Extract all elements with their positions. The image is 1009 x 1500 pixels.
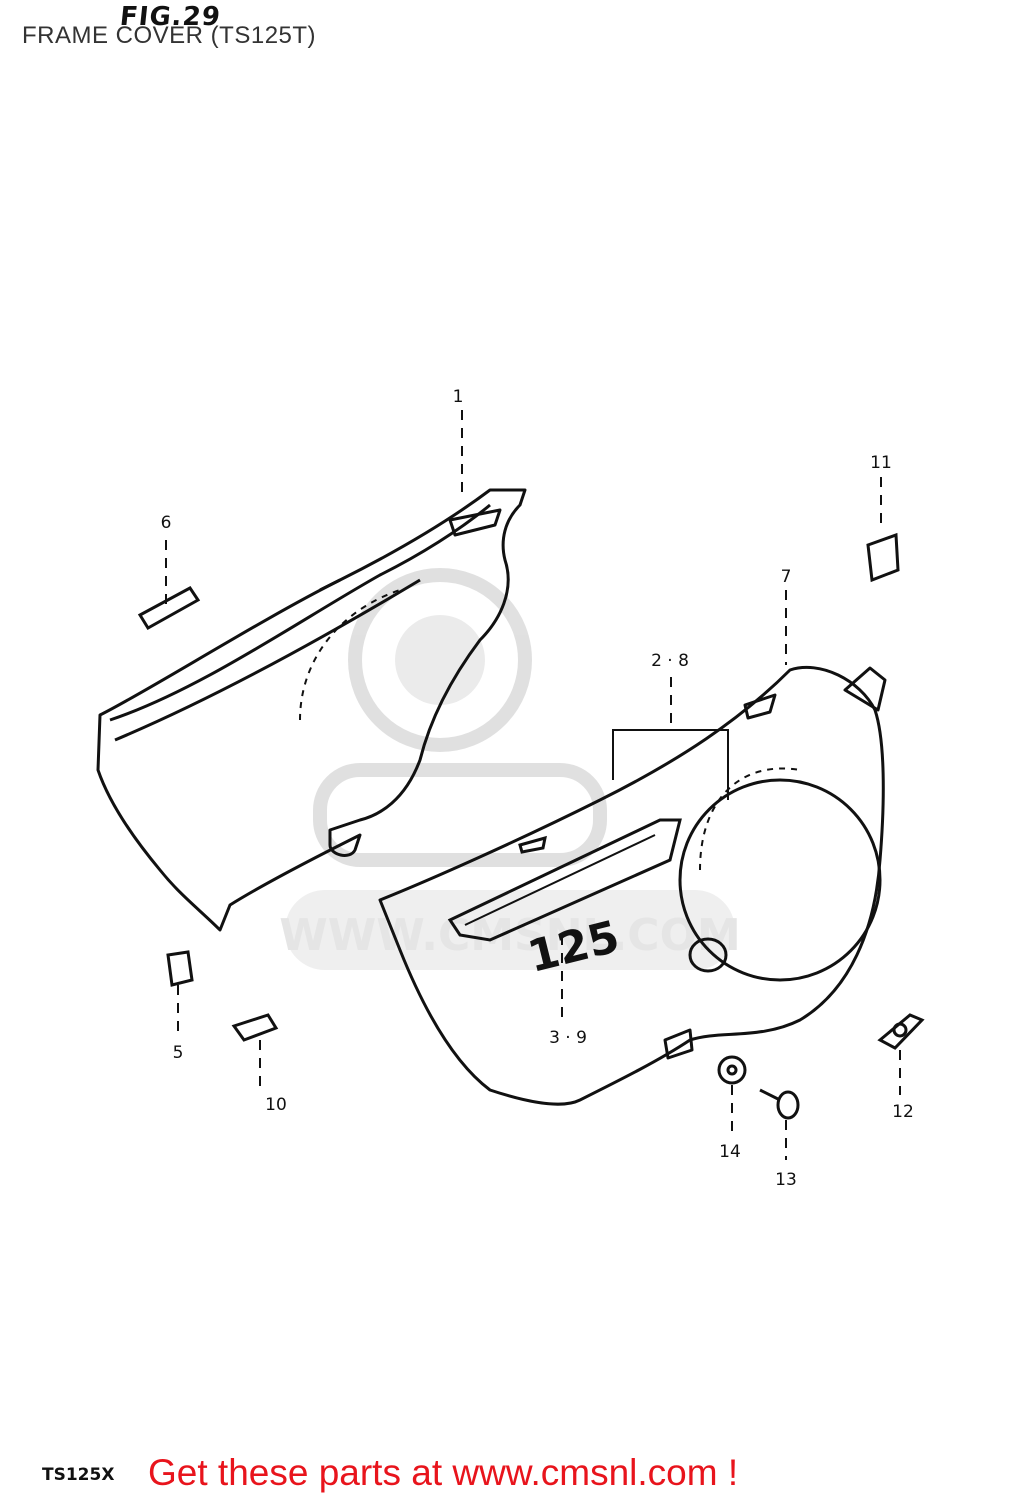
part-11-plate	[866, 532, 900, 583]
part-12-grommet	[877, 1013, 925, 1050]
callout-14: 14	[719, 1142, 741, 1162]
callout-2-8: 2 · 8	[651, 651, 689, 671]
callout-7: 7	[781, 567, 792, 587]
model-code: TS125X	[42, 1465, 115, 1485]
callout-11: 11	[870, 453, 892, 473]
part-3-9-emblem: 125	[447, 818, 682, 983]
part-5-cushion	[166, 950, 194, 987]
callout-12: 12	[892, 1102, 914, 1122]
part-1-left-frame-cover	[96, 488, 527, 932]
callout-10: 10	[265, 1095, 287, 1115]
callout-5: 5	[173, 1043, 184, 1063]
part-14-washer	[717, 1055, 747, 1085]
watermark-logo: WWW.CMSNL.COM	[279, 568, 741, 970]
part-6-strip	[137, 586, 201, 631]
part-10-clip	[231, 1013, 279, 1042]
leader-lines	[165, 410, 901, 1160]
part-13-screw	[759, 1088, 800, 1120]
part-7-right-frame-cover	[378, 665, 887, 1106]
callout-labels: 1 11 6 7 2 · 8 5 10 3 · 9 12 14 13	[161, 387, 914, 1190]
promo-link[interactable]: Get these parts at www.cmsnl.com !	[148, 1452, 739, 1493]
callout-13: 13	[775, 1170, 797, 1190]
callout-3-9: 3 · 9	[549, 1028, 587, 1048]
watermark-text: WWW.CMSNL.COM	[279, 910, 741, 961]
page-title: FRAME COVER (TS125T)	[22, 22, 317, 49]
callout-1: 1	[453, 387, 464, 407]
callout-6: 6	[161, 513, 172, 533]
